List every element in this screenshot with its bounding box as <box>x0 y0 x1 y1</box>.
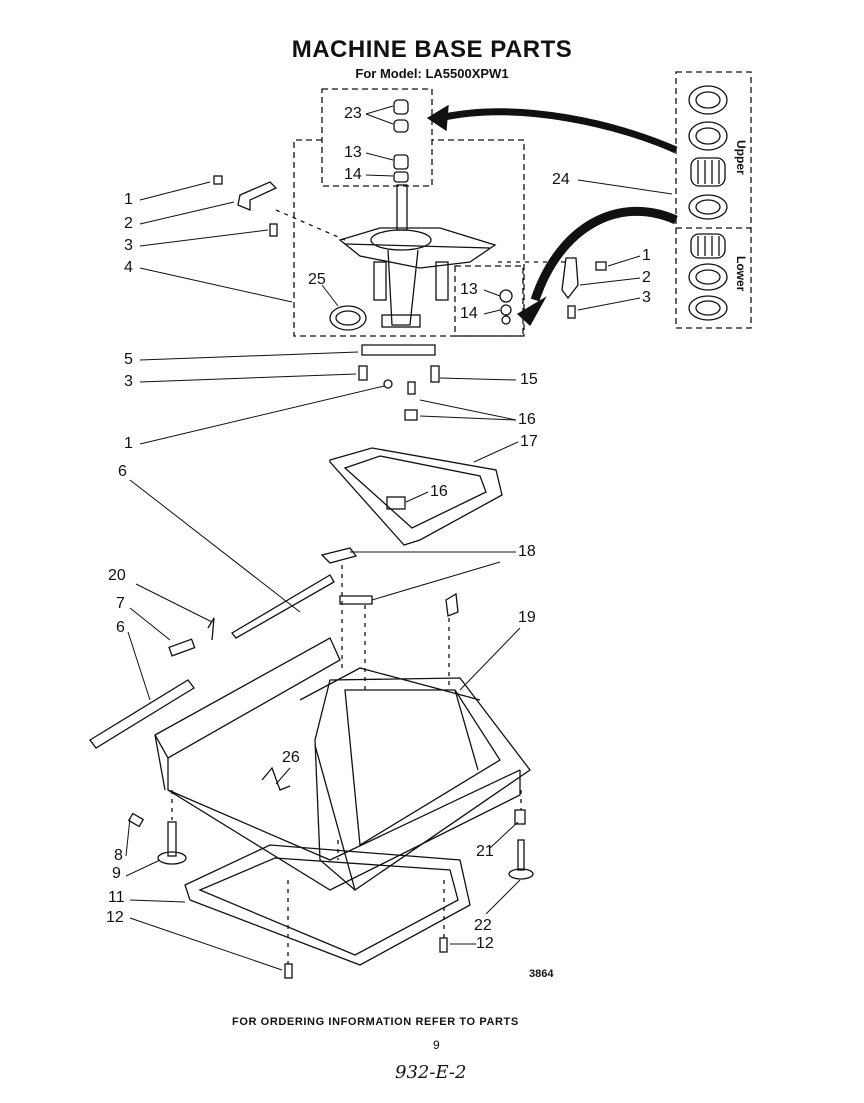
callout-label: 16 <box>430 483 448 500</box>
drawing-code: 3864 <box>529 968 554 980</box>
transmission-assembly <box>338 184 497 328</box>
callout-label: 19 <box>518 609 536 626</box>
lower-bearing-label: Lower <box>734 256 748 292</box>
foot-9 <box>157 851 187 865</box>
clip-7 <box>168 638 196 657</box>
callout-label: 6 <box>118 463 127 480</box>
callout-label: 3 <box>642 289 651 306</box>
callout-label: 16 <box>518 411 536 428</box>
pad-18-top <box>320 547 358 564</box>
rail-6-lower <box>89 679 195 749</box>
callout-label: 15 <box>520 371 538 388</box>
page-title: MACHINE BASE PARTS <box>291 36 573 63</box>
spring-20 <box>207 617 215 641</box>
callout-label: 20 <box>108 567 126 584</box>
support-plate-17 <box>329 447 503 546</box>
callout-label: 13 <box>460 281 478 298</box>
callout-label: 14 <box>460 305 478 322</box>
callout-label: 3 <box>124 373 133 390</box>
foot-22 <box>508 868 534 880</box>
bearing-kit-dashed-box <box>675 71 752 329</box>
callout-label: 13 <box>344 144 362 161</box>
callout-label: 4 <box>124 259 133 276</box>
callout-label: 1 <box>124 191 133 208</box>
callout-label: 3 <box>124 237 133 254</box>
bracket-2-right <box>561 257 579 300</box>
callout-label: 2 <box>124 215 133 232</box>
rail-6-upper <box>231 574 335 639</box>
bracket-26 <box>261 766 291 791</box>
callout-label: 8 <box>114 847 123 864</box>
callout-label: 1 <box>124 435 133 452</box>
callout-label: 12 <box>106 909 124 926</box>
strap-5 <box>361 344 436 356</box>
callout-label: 12 <box>476 935 494 952</box>
model-subtitle: For Model: LA5500XPW1 <box>355 66 509 81</box>
callout-label: 7 <box>116 595 125 612</box>
callout-label: 22 <box>474 917 492 934</box>
callout-label: 21 <box>476 843 494 860</box>
callout-label: 26 <box>282 749 300 766</box>
seal-ring-25 <box>329 305 367 331</box>
callout-label: 11 <box>108 889 125 906</box>
bearing-kit-rings <box>688 85 728 321</box>
callout-label: 25 <box>308 271 326 288</box>
leg-8 <box>127 812 145 828</box>
bracket-2-left <box>237 181 278 211</box>
lower-bearing-dashed-box <box>454 265 524 337</box>
handwritten-note: 932-E-2 <box>395 1062 467 1083</box>
upper-bearing-parts <box>393 99 409 183</box>
callout-label: 1 <box>642 247 651 264</box>
page-number: 9 <box>433 1038 440 1052</box>
agitator-assembly-dashed-box <box>293 139 525 337</box>
upper-bearing-arrow <box>439 108 678 154</box>
callout-label: 14 <box>344 166 362 183</box>
machine-base-frame-19 <box>154 637 531 891</box>
upper-bearing-label: Upper <box>734 140 748 175</box>
callout-label: 24 <box>552 171 570 188</box>
callout-label: 17 <box>520 433 538 450</box>
callout-label: 5 <box>124 351 133 368</box>
lower-bearing-arrow <box>530 207 678 302</box>
pad-18-mid <box>339 595 373 605</box>
callout-label: 18 <box>518 543 536 560</box>
ordering-note: FOR ORDERING INFORMATION REFER TO PARTS <box>232 1016 519 1028</box>
bottom-pan-11 <box>184 844 471 966</box>
callout-label: 9 <box>112 865 121 882</box>
callout-label: 6 <box>116 619 125 636</box>
callout-label: 23 <box>344 105 362 122</box>
upper-bearing-dashed-box <box>321 88 433 187</box>
callout-label: 2 <box>642 269 651 286</box>
